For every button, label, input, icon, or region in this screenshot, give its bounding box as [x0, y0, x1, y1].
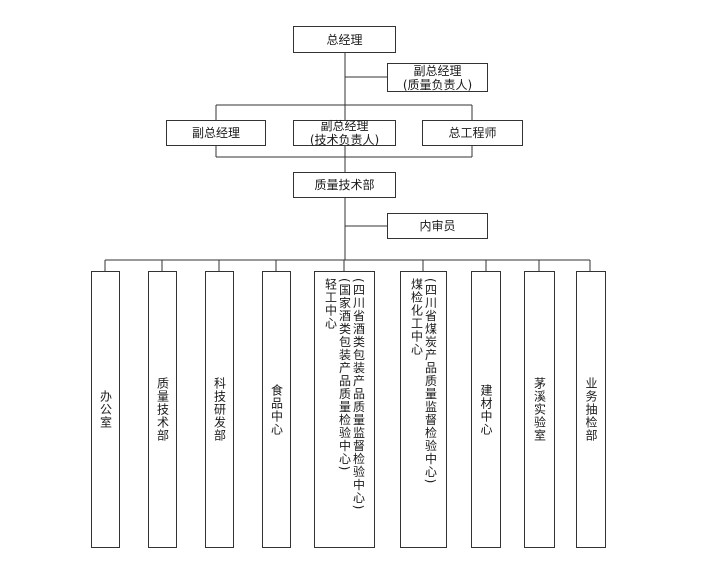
dept-label-col1: (四川省酒类包装产品质量监督检验中心)	[351, 278, 366, 511]
dept-label: 科技研发部	[212, 377, 227, 442]
node-deputy-gm-left: 副总经理	[166, 120, 266, 146]
dept-label: 办公室	[98, 390, 113, 429]
node-label-line1: 副总经理	[320, 119, 369, 133]
dept-coal-chemical-center: (四川省煤炭产品质量监督检验中心) 煤检化工中心	[400, 271, 447, 548]
dept-sampling-dept: 业务抽检部	[576, 271, 606, 548]
dept-quality-tech: 质量技术部	[148, 271, 177, 548]
dept-label-col2: 煤检化工中心	[409, 278, 424, 356]
dept-label-col3: 轻工中心	[323, 278, 338, 330]
dept-label: 业务抽检部	[584, 377, 598, 442]
node-label: 内审员	[419, 219, 456, 233]
node-label-line1: 副总经理	[191, 126, 240, 140]
node-label-line2: (质量负责人)	[402, 77, 473, 92]
node-label: 质量技术部	[314, 178, 375, 192]
node-label-line1: 总工程师	[448, 126, 497, 140]
node-label-line1: 副总经理	[413, 63, 462, 78]
dept-maoxi-lab: 茅溪实验室	[524, 271, 555, 548]
dept-label: 食品中心	[269, 383, 284, 436]
node-general-manager: 总经理	[293, 26, 396, 53]
dept-label-col1: (四川省煤炭产品质量监督检验中心)	[423, 278, 438, 485]
dept-office: 办公室	[91, 271, 120, 548]
node-deputy-gm-quality: 副总经理 (质量负责人)	[387, 63, 488, 92]
dept-label: 建材中心	[479, 383, 493, 436]
dept-label: 茅溪实验室	[532, 377, 547, 442]
node-deputy-gm-technical: 副总经理 (技术负责人)	[293, 119, 396, 147]
node-quality-tech-dept: 质量技术部	[293, 172, 396, 198]
node-chief-engineer: 总工程师	[422, 120, 523, 146]
node-internal-auditor: 内审员	[387, 213, 488, 239]
dept-rnd: 科技研发部	[205, 271, 234, 548]
dept-label-col2: (国家酒类包装产品质量检验中心)	[337, 278, 352, 472]
dept-label: 质量技术部	[155, 377, 170, 442]
node-label: 总经理	[326, 32, 363, 47]
dept-food-center: 食品中心	[262, 271, 291, 548]
dept-light-industry-center: (四川省酒类包装产品质量监督检验中心) (国家酒类包装产品质量检验中心) 轻工中…	[314, 271, 375, 548]
dept-building-materials-center: 建材中心	[471, 271, 501, 548]
node-label-line2: (技术负责人)	[309, 133, 380, 147]
